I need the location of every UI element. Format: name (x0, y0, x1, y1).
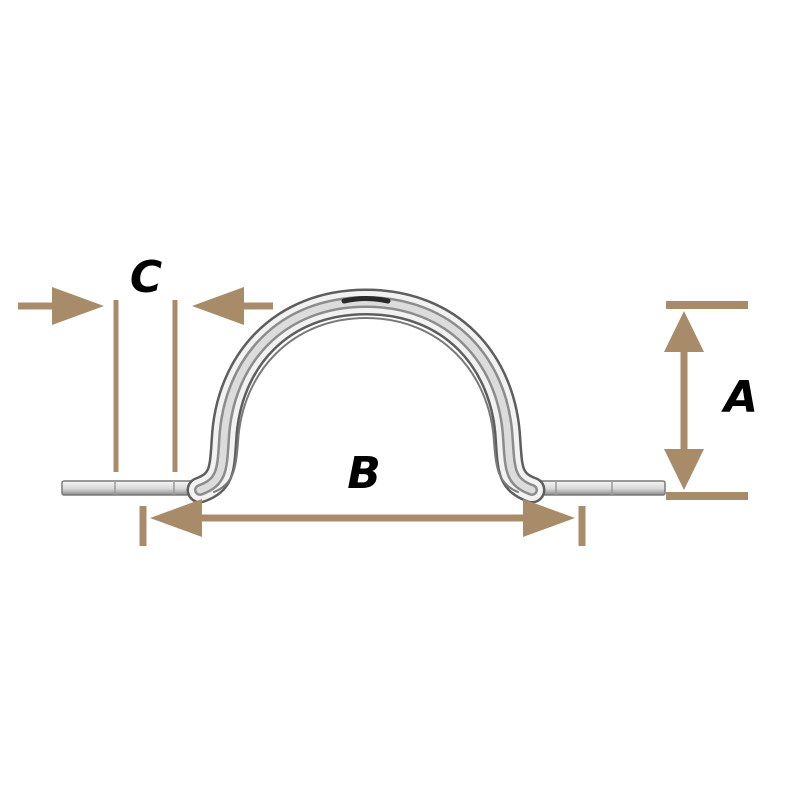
left-foot (61, 480, 203, 496)
arch (186, 288, 546, 504)
strap-part (61, 288, 666, 504)
dimension-b: B (139, 448, 586, 546)
dim-b-label: B (347, 448, 381, 499)
dim-c-label: C (130, 252, 162, 303)
dimension-a: A (664, 301, 758, 500)
dim-a-arrowhead-up (664, 311, 704, 352)
dim-b-arrowhead-right (523, 499, 575, 537)
dim-c-arrowhead-right (52, 287, 104, 325)
dim-a-label: A (721, 372, 758, 423)
dim-c-arrowhead-left (192, 287, 244, 325)
right-foot (524, 480, 666, 496)
dim-b-arrowhead-left (150, 499, 202, 537)
dimension-c: C (18, 252, 273, 472)
dim-a-arrowhead-down (664, 449, 704, 490)
